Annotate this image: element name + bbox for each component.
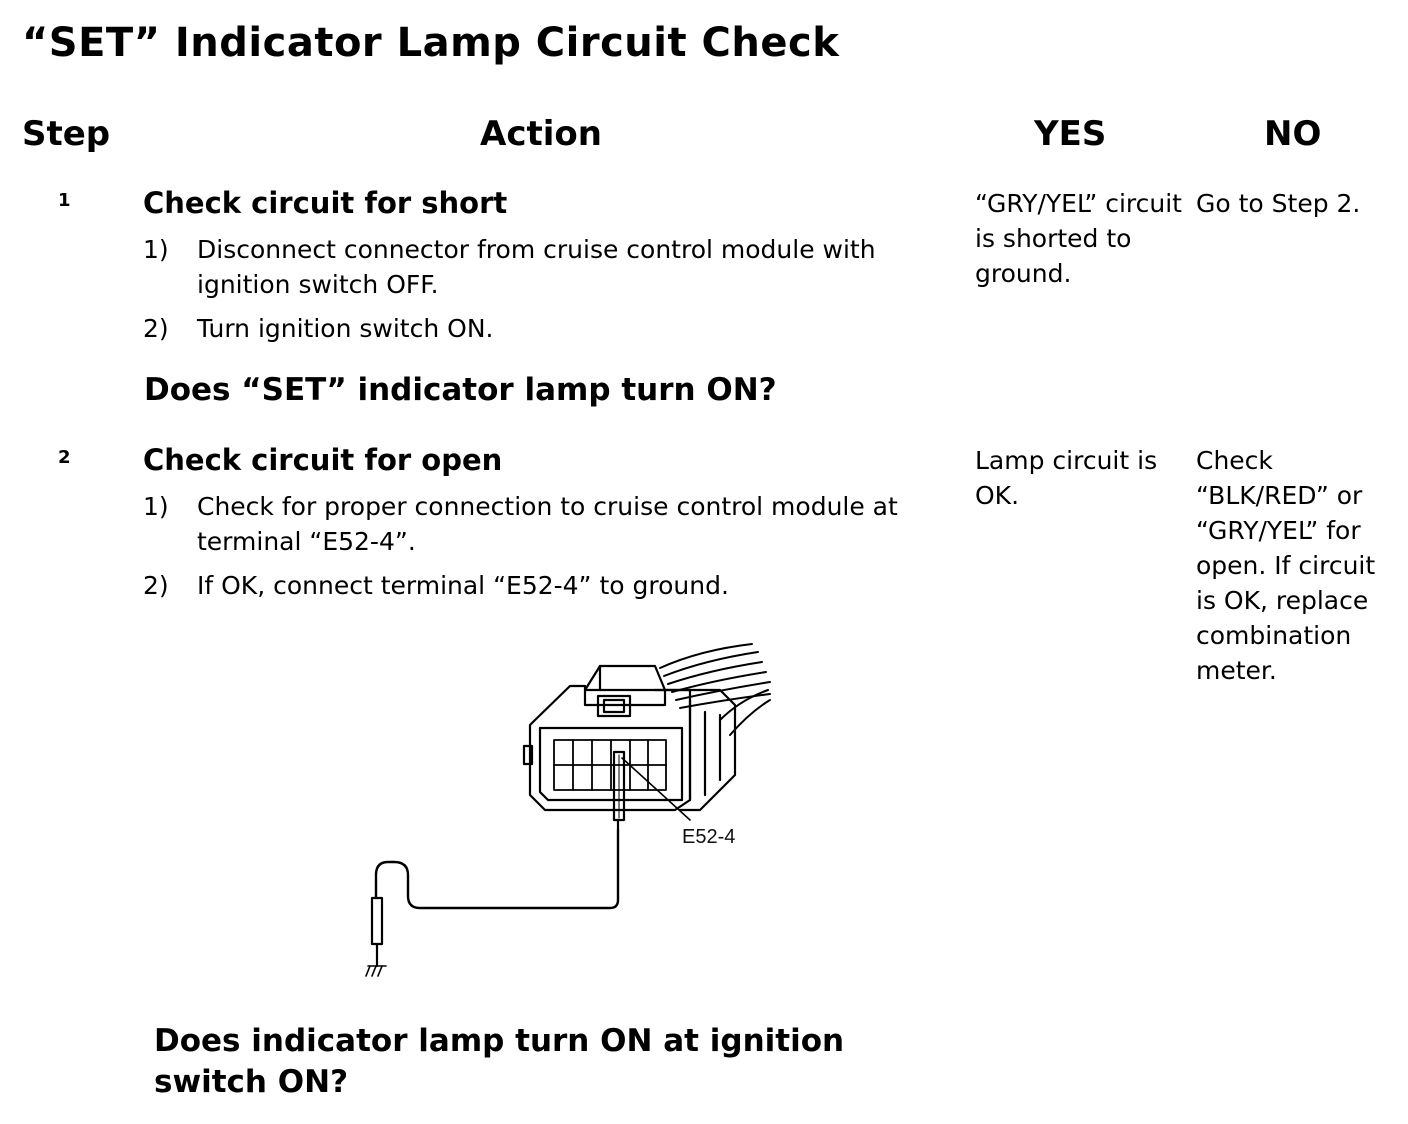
step-1-item-2-num: 2) xyxy=(143,314,169,343)
ground-probe xyxy=(370,896,384,968)
terminal-leader-line xyxy=(621,757,691,821)
step-1-item-1-num: 1) xyxy=(143,235,169,264)
step-1-item-2-text: Turn ignition switch ON. xyxy=(197,314,494,343)
jumper-wire xyxy=(374,828,620,910)
step-2-no: Check “BLK/RED” or “GRY/YEL” for open. I… xyxy=(1196,446,1376,685)
page-title: “SET” Indicator Lamp Circuit Check xyxy=(22,20,840,66)
step-1-item-1-text: Disconnect connector from cruise control… xyxy=(197,235,876,299)
step-1-question: Does “SET” indicator lamp turn ON? xyxy=(144,372,777,408)
step-1-heading: Check circuit for short xyxy=(143,186,508,220)
test-probe xyxy=(612,750,626,832)
ground-symbol xyxy=(365,965,387,977)
step-2-item-2-text: If OK, connect terminal “E52-4” to groun… xyxy=(197,571,729,600)
header-step: Step xyxy=(22,114,111,154)
step-1-item-2: 2) Turn ignition switch ON. xyxy=(143,311,933,346)
connector-latch xyxy=(583,664,667,692)
step-2-question: Does indicator lamp turn ON at ignition … xyxy=(154,1023,845,1100)
step-2-item-2: 2) If OK, connect terminal “E52-4” to gr… xyxy=(143,568,933,603)
step-1-item-1: 1) Disconnect connector from cruise cont… xyxy=(143,232,933,302)
step-1-number: 1 xyxy=(58,190,71,211)
step-2-item-1: 1) Check for proper connection to cruise… xyxy=(143,489,933,559)
terminal-label: E52-4 xyxy=(682,826,736,848)
connector-diagram xyxy=(365,643,771,977)
connector-housing xyxy=(528,684,692,812)
header-yes: YES xyxy=(1034,114,1107,154)
step-1-yes: “GRY/YEL” circuit is shorted to ground. xyxy=(975,189,1182,288)
header-no: NO xyxy=(1264,114,1322,154)
header-action: Action xyxy=(480,114,602,154)
step-1-no: Go to Step 2. xyxy=(1196,189,1361,218)
connector-rear-housing xyxy=(653,688,737,812)
step-2-item-1-text: Check for proper connection to cruise co… xyxy=(197,492,898,556)
step-2-heading: Check circuit for open xyxy=(143,443,503,477)
step-2-item-2-num: 2) xyxy=(143,571,169,600)
step-2-number: 2 xyxy=(58,447,71,468)
step-2-yes: Lamp circuit is OK. xyxy=(975,446,1158,510)
step-2-item-1-num: 1) xyxy=(143,492,169,521)
